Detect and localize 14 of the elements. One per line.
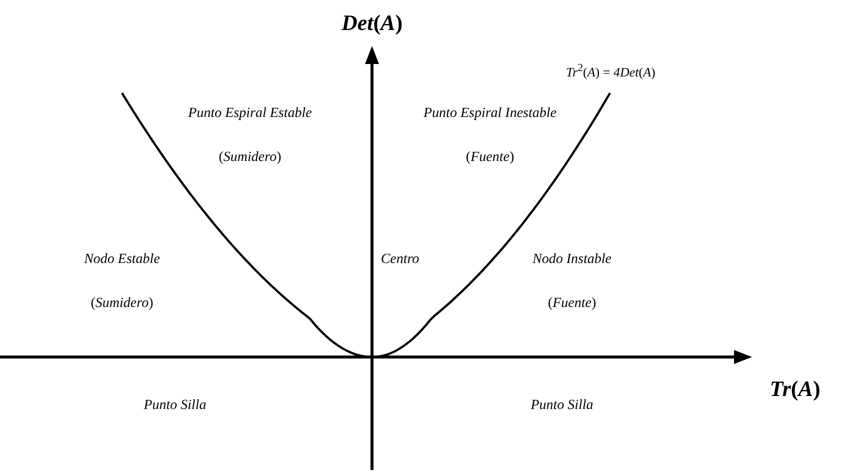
region-label: (Sumidero) [90,296,154,313]
region-label: Punto Silla [530,398,594,415]
region-label: Nodo Instable [532,252,612,269]
axis-label: Tr(A) [770,376,820,402]
region-label: Centro [380,252,420,269]
curve-equation: Tr$^{2}$(A) = 4Det(A) [566,62,656,80]
region-label: Punto Silla [144,398,206,415]
region-label: (Fuente) [466,150,514,167]
region-label: (Fuente) [548,296,596,313]
region-label: Punto Espiral Estable [188,106,312,123]
region-label: Punto Espiral Inestable [424,106,556,123]
region-label: Nodo Estable [84,252,160,269]
axis-label: Det(A) [341,10,403,36]
region-label: (Sumidero) [218,150,282,167]
